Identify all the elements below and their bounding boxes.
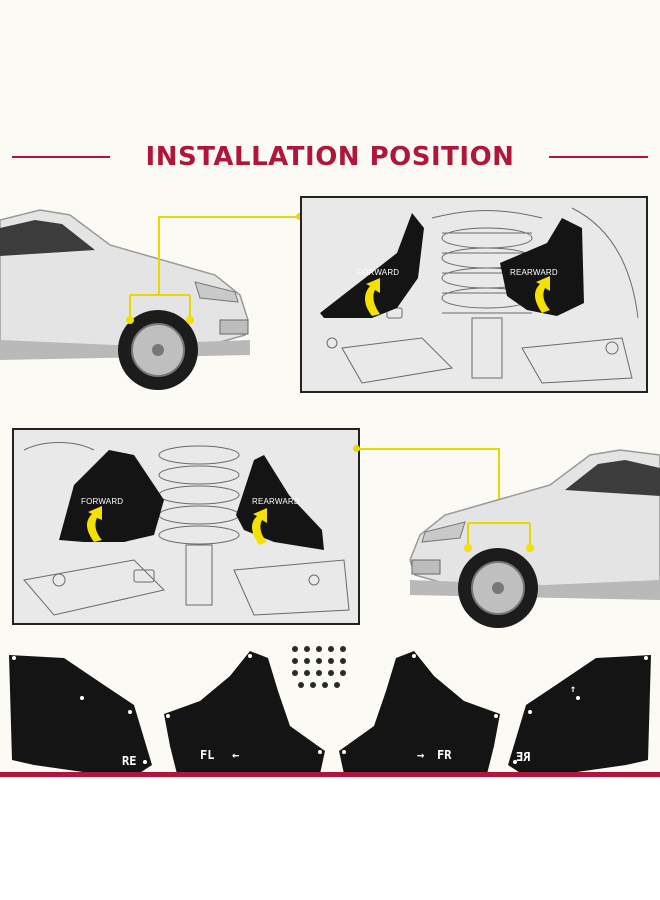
fender-shield-front-left: FL ← [160, 646, 332, 778]
footer-blank [0, 777, 660, 900]
header-rule-left [12, 156, 110, 158]
guide-line-middle-horizontal [356, 448, 499, 450]
bottom-accent-bar [0, 772, 660, 777]
front-right-mark: FR [437, 748, 452, 762]
wheelwell-panel-top: FORWARD REARWARD [300, 196, 648, 393]
rear-right-arrow-icon: ↑ [570, 684, 577, 695]
suv-image-middle [400, 440, 660, 640]
guide-dot-top [296, 213, 303, 220]
fender-shield-rear-left: RE [4, 650, 156, 778]
suv-image-top [0, 200, 260, 395]
guide-line-top-horizontal [158, 216, 300, 218]
guide-line-top-vertical [158, 216, 160, 296]
rearward-label-top: REARWARD [510, 268, 558, 277]
guide-line-middle-vertical [498, 448, 500, 523]
rearward-label-middle: REARWARD [252, 497, 300, 506]
fender-shield-front-right: → FR [332, 646, 504, 778]
fender-shield-rear-right: RE ↑ [504, 650, 656, 778]
forward-label-middle: FORWARD [81, 497, 124, 506]
header-rule-right [549, 156, 648, 158]
rear-right-mark: RE [516, 750, 531, 764]
front-left-mark: FL [200, 748, 215, 762]
mounting-clips [287, 643, 355, 691]
front-left-arrow-icon: ← [232, 748, 240, 762]
front-right-arrow-icon: → [417, 748, 425, 762]
forward-label-top: FORWARD [357, 268, 400, 277]
rear-left-mark: RE [122, 754, 137, 768]
wheelwell-panel-middle: FORWARD REARWARD [12, 428, 360, 625]
page-title: INSTALLATION POSITION [145, 142, 515, 172]
